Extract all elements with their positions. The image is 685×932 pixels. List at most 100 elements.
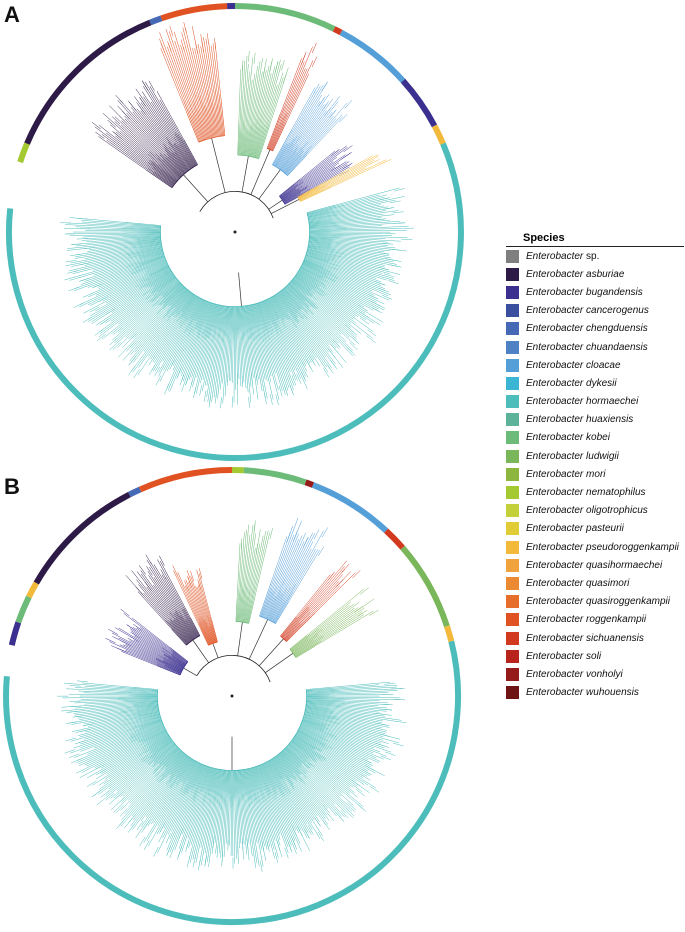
- legend-swatch: [506, 413, 519, 427]
- branch: [177, 134, 197, 166]
- leaf-branch: [298, 323, 331, 370]
- leaf-branch: [335, 696, 401, 699]
- branch: [291, 740, 318, 761]
- leaf-tip: [350, 602, 360, 609]
- leaf-branch: [274, 539, 299, 596]
- branch: [123, 221, 161, 226]
- leaf-branch: [108, 757, 150, 790]
- leaf-branch: [120, 768, 162, 811]
- branch: [168, 287, 186, 307]
- leaf-branch: [65, 253, 125, 267]
- leaf-branch: [210, 45, 219, 105]
- legend-label: Enterobacter vonholyi: [526, 669, 623, 680]
- branch: [309, 236, 331, 239]
- leaf-branch: [79, 713, 120, 720]
- branch: [153, 745, 177, 768]
- leaf-branch: [141, 787, 172, 833]
- clade-stem: [268, 199, 283, 210]
- legend-label: Enterobacter cloacae: [526, 360, 621, 371]
- leaf-branch: [132, 111, 166, 150]
- leaf-branch: [81, 237, 125, 241]
- branch: [304, 712, 332, 720]
- leaf-branch: [244, 525, 254, 591]
- leaf-branch: [183, 47, 202, 112]
- legend-species: quasiroggenkampii: [586, 596, 670, 608]
- leaf-branch: [130, 774, 172, 826]
- leaf-branch: [326, 278, 386, 309]
- leaf-branch: [334, 688, 405, 692]
- leaf-branch: [246, 524, 256, 588]
- leaf-branch: [133, 774, 170, 821]
- branch: [279, 179, 301, 197]
- branch: [244, 305, 249, 330]
- branch: [175, 757, 190, 778]
- branch: [288, 283, 314, 308]
- leaf-branch: [331, 243, 391, 252]
- branch: [293, 277, 316, 295]
- branch: [182, 762, 200, 796]
- leaf-branch: [337, 716, 390, 728]
- leaf-branch: [307, 771, 354, 819]
- branch: [223, 770, 227, 793]
- branch: [181, 760, 195, 783]
- branch: [205, 303, 216, 340]
- leaf-branch: [165, 577, 184, 609]
- leaf-tip: [395, 720, 407, 724]
- branch: [150, 737, 171, 752]
- leaf-branch: [342, 234, 392, 236]
- branch: [258, 765, 271, 795]
- branch: [132, 240, 161, 245]
- leaf-branch: [81, 741, 142, 773]
- branch: [278, 754, 294, 774]
- leaf-branch: [169, 793, 194, 853]
- branch: [302, 263, 327, 276]
- leaf-branch: [212, 43, 220, 94]
- leaf-branch: [299, 773, 337, 817]
- legend-genus: Enterobacter: [526, 650, 584, 662]
- leaf-branch: [73, 730, 128, 749]
- leaf-branch: [268, 332, 289, 391]
- leaf-branch: [74, 707, 137, 716]
- branch: [283, 288, 302, 310]
- branch: [203, 105, 213, 138]
- leaf-branch: [69, 217, 124, 223]
- branch: [270, 587, 288, 621]
- branch: [170, 622, 189, 644]
- branch: [204, 767, 212, 790]
- legend-label: Enterobacter huaxiensis: [526, 414, 633, 425]
- branch: [308, 242, 333, 247]
- leaf-branch: [163, 794, 182, 829]
- legend-species: chuandaensis: [586, 341, 648, 353]
- branch: [135, 700, 158, 703]
- leaf-branch: [208, 803, 218, 867]
- branch: [280, 616, 297, 637]
- branch: [260, 301, 270, 326]
- leaf-branch: [84, 719, 138, 733]
- branch: [291, 637, 310, 652]
- leaf-branch: [327, 722, 400, 744]
- branch: [153, 743, 176, 762]
- leaf-branch: [285, 530, 324, 600]
- branch: [137, 236, 161, 239]
- leaf-branch: [118, 637, 164, 661]
- leaf-branch: [326, 744, 372, 767]
- leaf-branch: [337, 739, 384, 760]
- leaf-branch: [281, 788, 310, 839]
- branch: [275, 138, 295, 168]
- leaf-branch: [173, 321, 195, 366]
- leaf-branch: [169, 788, 192, 840]
- leaf-branch: [326, 737, 370, 757]
- branch: [211, 619, 218, 643]
- leaf-branch: [337, 205, 384, 215]
- branch: [130, 722, 163, 736]
- branch: [262, 591, 274, 618]
- branch: [278, 753, 303, 783]
- leaf-branch: [331, 719, 387, 733]
- leaf-tip: [160, 569, 167, 580]
- ring-segment-pseudoroggenkampii: [444, 625, 455, 643]
- leaf-tip: [352, 570, 361, 579]
- leaf-branch: [257, 802, 269, 849]
- branch: [162, 658, 183, 670]
- tree-root: [230, 694, 234, 698]
- branch: [215, 103, 221, 137]
